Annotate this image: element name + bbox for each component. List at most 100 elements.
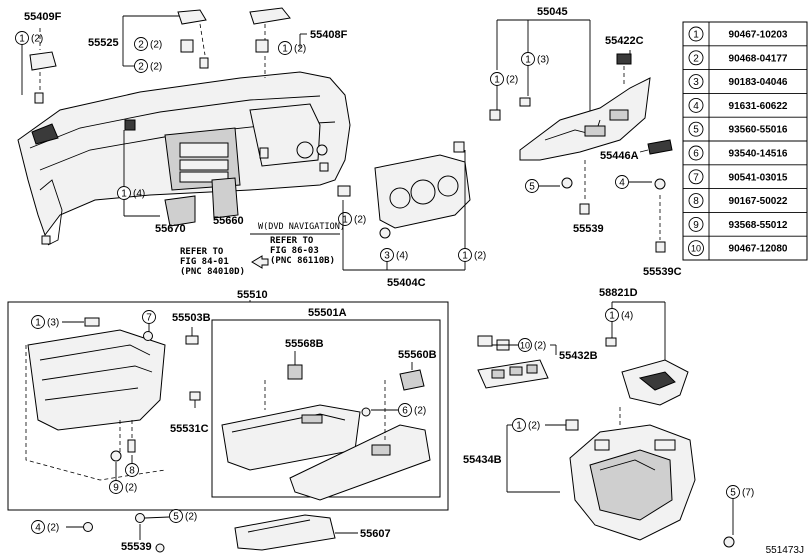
part-label: 55607 (360, 528, 391, 540)
diagram-code: 551473J (766, 545, 804, 556)
legend-part-number: 90467-12080 (729, 244, 788, 255)
svg-text:1: 1 (342, 215, 348, 226)
legend-row-6: 6 93540-14516 (688, 145, 788, 161)
part-55045-group: 55045 1 (3) 1 (2) 55422C 55446A 5 4 (489, 6, 682, 278)
legend-number: 5 (693, 125, 699, 136)
part-55404C-group: 1 (2) 3 (4) 1 (2) 55404C (337, 141, 486, 289)
qty-label: (3) (537, 55, 549, 66)
callout-circle-1 (278, 41, 292, 55)
qty-label: (3) (47, 318, 59, 329)
callout-circle (688, 193, 704, 209)
callout-circle-9 (109, 480, 123, 494)
legend-part-number: 91631-60622 (729, 101, 788, 112)
svg-text:3: 3 (384, 251, 390, 262)
svg-text:1: 1 (525, 55, 531, 66)
refer-note-1-line-2: FIG 84-01 (180, 257, 229, 267)
svg-text:2: 2 (138, 40, 144, 51)
callout-circle (688, 26, 704, 42)
legend-part-number: 90468-04177 (729, 53, 788, 64)
svg-text:4: 4 (35, 523, 41, 534)
callout-circle-1 (605, 308, 619, 322)
callout-circle-10 (518, 338, 532, 352)
callout-circle-1 (458, 248, 472, 262)
svg-text:4: 4 (619, 178, 625, 189)
part-label: 55510 (237, 289, 268, 301)
qty-label: (2) (125, 483, 137, 494)
part-55525: 55525 2 (2) 2 (2) (88, 9, 209, 73)
qty-label: (2) (414, 406, 426, 417)
qty-label: (2) (47, 523, 59, 534)
qty-label: (2) (354, 215, 366, 226)
qty-label: (4) (133, 189, 145, 200)
part-label: 58821D (599, 287, 638, 299)
legend-row-5: 5 93560-55016 (688, 121, 788, 137)
qty-label: (2) (294, 44, 306, 55)
callout-circle (688, 121, 704, 137)
legend-number: 4 (693, 101, 699, 112)
callout-circle-4 (31, 520, 45, 534)
legend-part-number: 90541-03015 (729, 172, 788, 183)
legend-number: 3 (693, 77, 699, 88)
part-label: 55660 (213, 215, 244, 227)
callout-circle-2 (134, 59, 148, 73)
svg-text:1: 1 (19, 34, 25, 45)
svg-text:9: 9 (113, 483, 119, 494)
callout-circle-1 (15, 31, 29, 45)
part-label: 55531C (170, 423, 209, 435)
callout-circle (688, 145, 704, 161)
qty-label: (4) (621, 311, 633, 322)
callout-circle-1 (117, 186, 131, 200)
qty-label: (2) (185, 512, 197, 523)
callout-circle-4 (615, 175, 629, 189)
svg-text:6: 6 (402, 406, 408, 417)
legend-row-7: 7 90541-03015 (688, 169, 788, 185)
svg-text:2: 2 (138, 62, 144, 73)
legend-number: 7 (693, 172, 699, 183)
part-label: 55432B (559, 350, 598, 362)
qty-label: (2) (534, 341, 546, 352)
svg-text:1: 1 (516, 421, 522, 432)
qty-label: (2) (528, 421, 540, 432)
legend-number: 8 (693, 196, 699, 207)
fastener-legend-table: 1 90467-10203 2 90468-04177 3 90183-0404… (682, 21, 808, 261)
svg-text:1: 1 (35, 318, 41, 329)
callout-circle (688, 216, 704, 232)
svg-text:5: 5 (730, 488, 736, 499)
callout-circle-7 (142, 310, 156, 324)
part-label: 55501A (308, 307, 347, 319)
part-label: 55045 (537, 6, 568, 18)
part-label: 55525 (88, 37, 119, 49)
legend-row-8: 8 90167-50022 (688, 193, 788, 209)
callout-circle (688, 169, 704, 185)
qty-label: (2) (474, 251, 486, 262)
qty-label: (2) (506, 75, 518, 86)
legend-row-4: 4 91631-60622 (688, 97, 788, 113)
svg-text:7: 7 (146, 313, 152, 324)
bottom-left-fasteners: 4 (2) 5 (2) 55539 55607 (31, 509, 391, 553)
part-55409F: 55409F 1 (2) (15, 11, 62, 104)
part-label: 55539C (643, 266, 682, 278)
legend-number: 2 (693, 53, 699, 64)
part-label: 55539 (121, 541, 152, 553)
refer-note-1-line-1: REFER TO (180, 247, 224, 257)
callout-circle-1 (512, 418, 526, 432)
callout-circle-6 (398, 403, 412, 417)
svg-text:1: 1 (282, 44, 288, 55)
svg-text:1: 1 (121, 189, 127, 200)
part-55501A-group: 55501A 55568B 55560B 6 (2) (211, 307, 441, 501)
qty-label: (7) (742, 488, 754, 499)
callout-circle-1 (490, 72, 504, 86)
arrow-left-icon (251, 255, 269, 269)
legend-part-number: 93568-55012 (729, 220, 788, 231)
legend-number: 9 (693, 220, 699, 231)
svg-text:10: 10 (520, 341, 530, 351)
part-label: 55568B (285, 338, 324, 350)
callout-circle-5 (525, 179, 539, 193)
qty-label: (2) (150, 62, 162, 73)
legend-row-3: 3 90183-04046 (688, 74, 788, 90)
part-label: 55434B (463, 454, 502, 466)
refer-note-2-line-1: REFER TO (270, 236, 314, 246)
callout-circle (688, 97, 704, 113)
legend-number: 6 (693, 149, 699, 160)
